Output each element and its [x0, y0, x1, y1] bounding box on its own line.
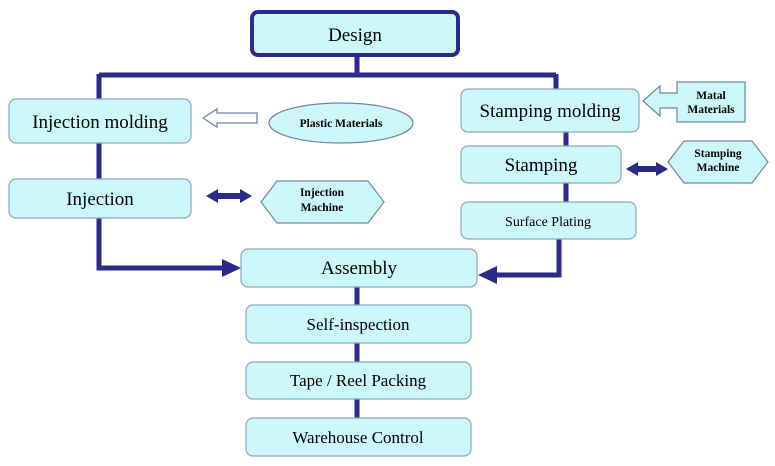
- input-injection-machine: Injection Machine: [260, 180, 385, 224]
- input-metal-materials-line2: Materials: [687, 104, 735, 116]
- node-tape-reel-packing-label: Tape / Reel Packing: [290, 371, 427, 390]
- node-injection-molding: Injection molding: [8, 98, 192, 144]
- node-stamping-molding-label: Stamping molding: [480, 101, 621, 122]
- node-assembly-label: Assembly: [321, 258, 398, 279]
- node-warehouse-control: Warehouse Control: [245, 417, 472, 457]
- node-injection-molding-label: Injection molding: [32, 112, 168, 133]
- input-stamping-machine-line1: Stamping: [694, 148, 742, 160]
- node-assembly: Assembly: [240, 248, 478, 288]
- node-design-label: Design: [328, 25, 382, 46]
- node-warehouse-control-label: Warehouse Control: [292, 428, 424, 447]
- input-stamping-machine: Stamping Machine: [667, 140, 769, 184]
- node-self-inspection-label: Self-inspection: [307, 315, 410, 334]
- arrow-into-assembly-right: [478, 266, 497, 284]
- node-injection: Injection: [8, 178, 192, 219]
- input-metal-materials: Matal Materials: [642, 81, 746, 123]
- node-surface-plating-label: Surface Plating: [505, 215, 591, 230]
- node-stamping-molding: Stamping molding: [460, 88, 640, 133]
- hollow-arrow-plastic-to-injection-molding: [201, 107, 258, 129]
- node-injection-label: Injection: [66, 189, 134, 210]
- connector-injection-assembly: [96, 218, 222, 271]
- node-tape-reel-packing: Tape / Reel Packing: [245, 361, 472, 400]
- arrow-into-assembly-left: [222, 259, 241, 277]
- double-arrow-stamping-machine: [626, 162, 668, 176]
- input-plastic-materials-label: Plastic Materials: [300, 118, 383, 130]
- double-arrow-injection-machine: [206, 189, 252, 203]
- node-stamping: Stamping: [460, 145, 622, 184]
- input-plastic-materials: Plastic Materials: [268, 102, 414, 144]
- node-design: Design: [250, 10, 460, 57]
- input-injection-machine-line2: Machine: [301, 202, 344, 214]
- input-injection-machine-line1: Injection: [300, 187, 345, 199]
- connectors: [96, 55, 569, 418]
- node-self-inspection: Self-inspection: [245, 304, 472, 344]
- input-stamping-machine-line2: Machine: [697, 162, 740, 174]
- input-metal-materials-line1: Matal: [696, 90, 725, 102]
- node-surface-plating: Surface Plating: [460, 201, 637, 240]
- connector-surface-assembly: [496, 239, 562, 278]
- node-stamping-label: Stamping: [505, 155, 578, 176]
